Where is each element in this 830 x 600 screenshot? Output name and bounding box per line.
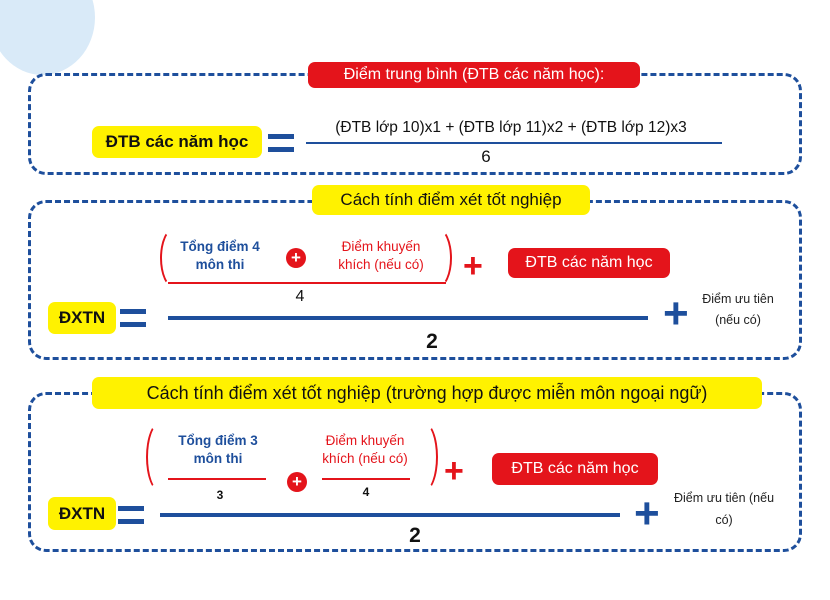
right-paren xyxy=(410,422,438,492)
section1-title: Điểm trung bình (ĐTB các năm học): xyxy=(308,62,640,88)
plus-icon: + xyxy=(663,289,689,338)
decorative-circle xyxy=(0,0,95,75)
section3-term-avg: ĐTB các năm học xyxy=(492,453,658,485)
equals-sign xyxy=(268,134,294,152)
section3-term-bonus: Điểm khuyến khích (nếu có) xyxy=(322,433,408,467)
section1-denominator: 6 xyxy=(481,147,491,166)
section2-inner-denominator: 4 xyxy=(295,288,305,305)
section2-outer-denominator: 2 xyxy=(426,330,438,353)
equals-sign xyxy=(120,309,146,327)
section2-priority: Điểm ưu tiên (nếu có) xyxy=(702,292,774,328)
section3-term-exam: Tổng điểm 3 môn thi xyxy=(178,433,258,467)
section3-priority: Điểm ưu tiên (nếu có) xyxy=(673,491,775,527)
section2-title: Cách tính điểm xét tốt nghiệp xyxy=(312,185,590,215)
plus-icon: + xyxy=(634,489,660,538)
left-paren xyxy=(146,422,174,492)
section3-bonus-denominator: 4 xyxy=(362,485,370,499)
section3-outer-denominator: 2 xyxy=(409,524,421,547)
inner-fraction-line xyxy=(168,282,446,284)
plus-icon: + xyxy=(444,452,464,490)
right-paren xyxy=(424,228,452,288)
section2-term-bonus: Điểm khuyến khích (nếu có) xyxy=(338,239,424,273)
plus-icon: + xyxy=(463,247,483,285)
left-paren xyxy=(160,228,188,288)
section2-lhs: ĐXTN xyxy=(48,302,116,334)
exam-fraction-line xyxy=(168,478,266,480)
plus-circle-icon: + xyxy=(287,472,307,492)
bonus-fraction-line xyxy=(322,478,410,480)
equals-sign xyxy=(118,506,144,524)
outer-fraction-line xyxy=(160,513,620,517)
section2-term-exam: Tổng điểm 4 môn thi xyxy=(180,239,260,273)
plus-circle-icon: + xyxy=(286,248,306,268)
outer-fraction-line xyxy=(168,316,648,320)
fraction-line xyxy=(306,142,722,144)
section3-title: Cách tính điểm xét tốt nghiệp (trường hợ… xyxy=(92,377,762,409)
section3-exam-denominator: 3 xyxy=(216,488,224,502)
section1-numerator: (ĐTB lớp 10)x1 + (ĐTB lớp 11)x2 + (ĐTB l… xyxy=(335,119,687,136)
section3-lhs: ĐXTN xyxy=(48,497,116,530)
section2-term-avg: ĐTB các năm học xyxy=(508,248,670,278)
section1-lhs: ĐTB các năm học xyxy=(92,126,262,158)
